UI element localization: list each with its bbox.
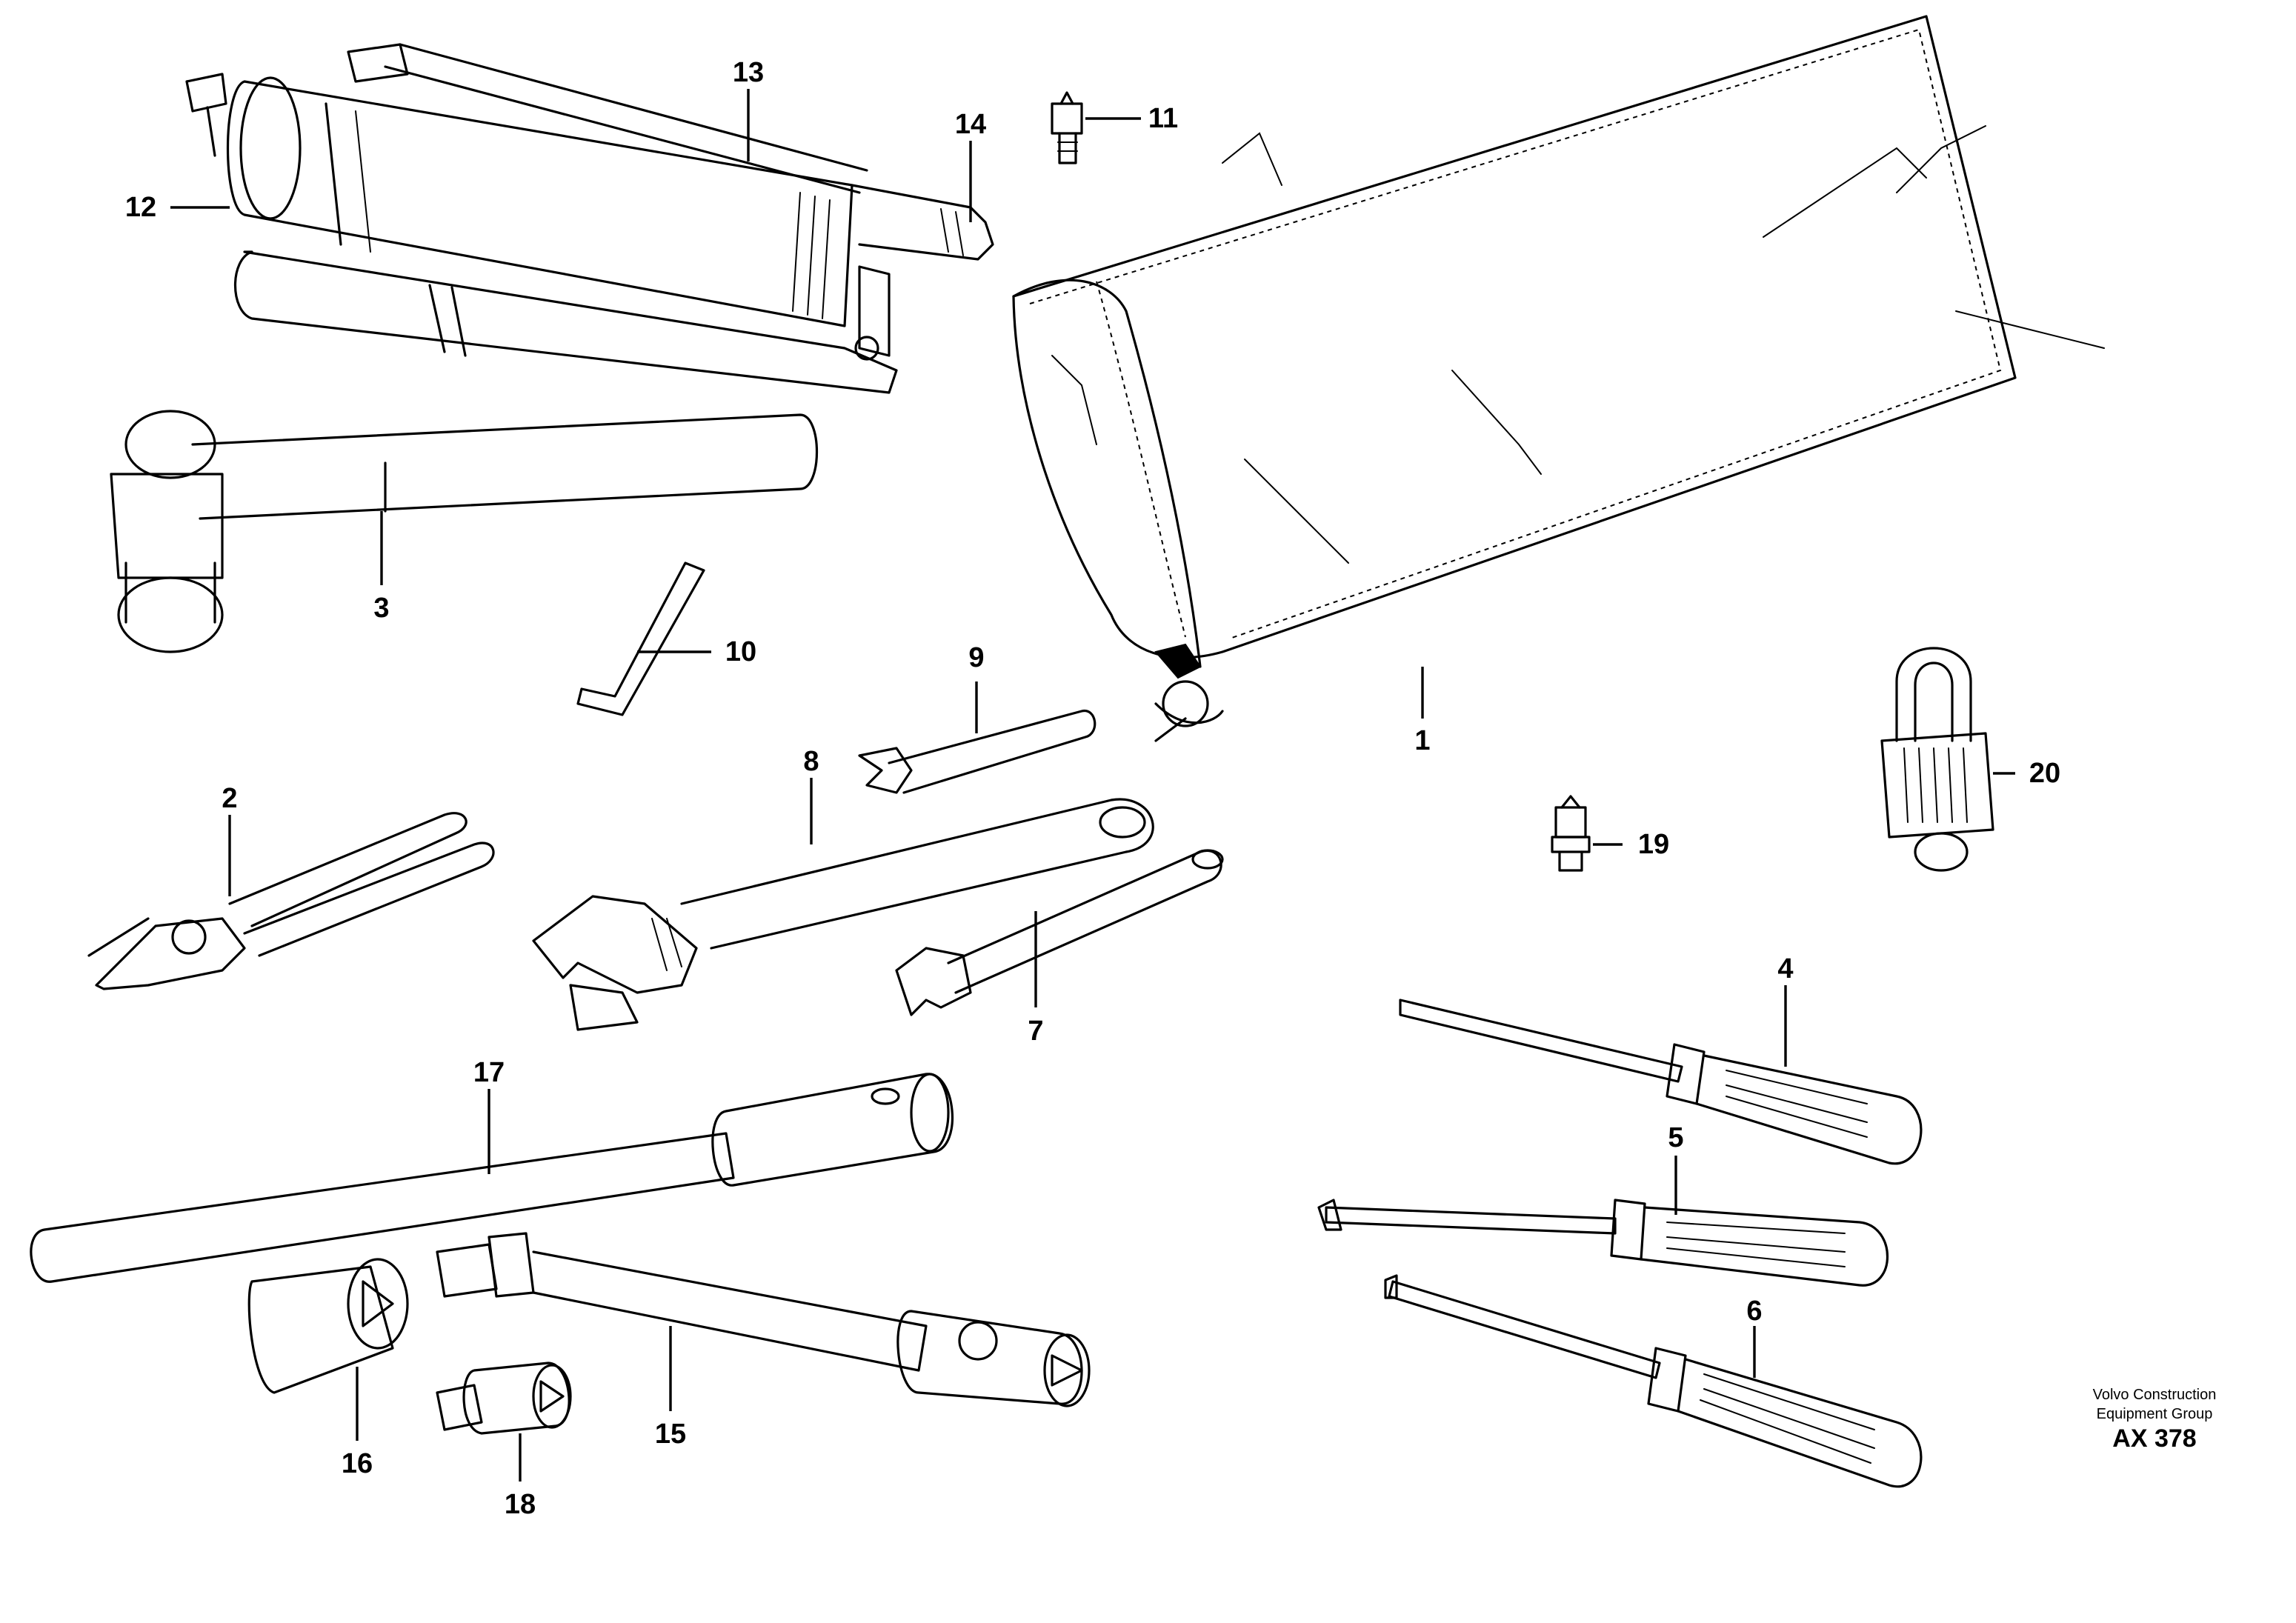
callout-14: 14 [955,109,986,140]
drawing-code: AX 378 [2112,1424,2196,1453]
padlock: 20 [1880,647,2060,872]
extension-bar: 15 [436,1232,1091,1450]
tool-bag: 1 [1012,15,2105,756]
callout-16: 16 [342,1448,373,1479]
grease-nipple-small: 11 [1051,91,1178,164]
callout-13: 13 [733,57,764,88]
grease-nipple: 19 [1551,795,1669,872]
callout-9: 9 [968,642,984,673]
callout-6: 6 [1746,1296,1762,1327]
phillips-screwdriver: 5 [1317,1122,1889,1287]
adjustable-wrench-large: 8 [532,746,1154,1031]
callout-3: 3 [373,593,389,624]
callout-19: 19 [1638,829,1669,860]
ball-pein-hammer: 3 [110,410,818,653]
socket-adapter: 18 [436,1362,572,1520]
callout-1: 1 [1414,725,1430,756]
callout-5: 5 [1668,1122,1683,1153]
credit-line-2: Equipment Group [2097,1406,2213,1422]
callout-17: 17 [473,1057,505,1088]
credit-line-1: Volvo Construction [2093,1387,2217,1403]
socket-tommy-bar: 17 [30,1057,954,1283]
combination-pliers: 2 [87,783,495,990]
socket: 16 [247,1258,409,1479]
callout-11: 11 [1148,103,1178,134]
callout-10: 10 [725,636,756,667]
open-end-wrench: 9 [858,642,1097,794]
credit-block: Volvo Construction Equipment Group AX 37… [2093,1387,2217,1453]
flat-screwdriver: 4 [1399,953,1923,1165]
callout-20: 20 [2029,758,2060,789]
callout-15: 15 [655,1419,686,1450]
grease-gun: 12 13 14 [125,43,994,394]
callout-2: 2 [222,783,237,814]
adjustable-wrench-small: 7 [895,849,1224,1047]
callout-8: 8 [803,746,819,777]
callout-4: 4 [1777,953,1793,984]
callout-18: 18 [505,1489,536,1520]
callout-12: 12 [125,192,156,223]
hex-key: 10 [576,561,756,716]
callout-7: 7 [1028,1016,1043,1047]
torx-screwdriver: 6 [1384,1274,1923,1488]
